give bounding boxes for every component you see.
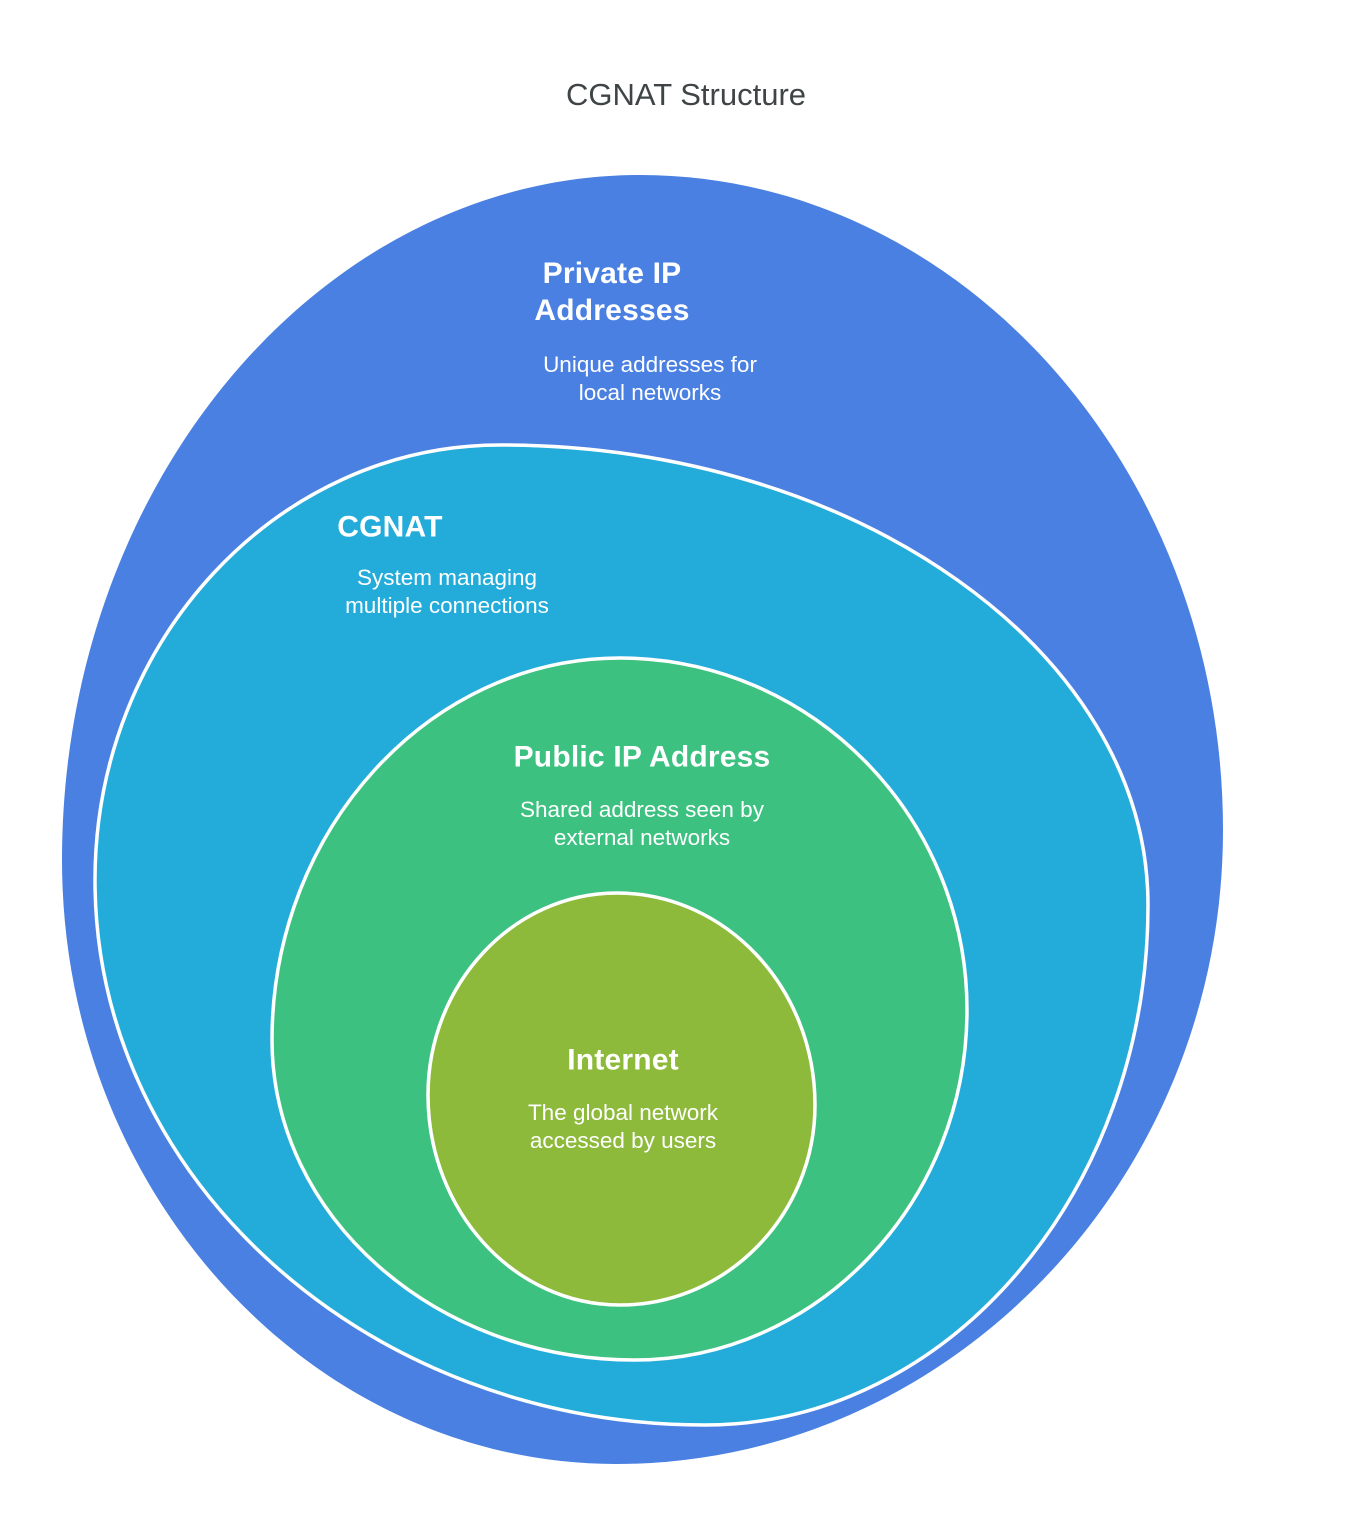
internet-label: Internet <box>567 1043 679 1077</box>
private-ip-label: Private IP Addresses <box>534 257 690 327</box>
public-ip-label: Public IP Address <box>513 740 771 774</box>
internet-description: The global network accessed by users <box>527 1100 719 1153</box>
public-ip-description: Shared address seen by external networks <box>520 797 764 850</box>
diagram-title: CGNAT Structure <box>565 77 807 112</box>
cgnat-description: System managing multiple connections <box>345 565 549 618</box>
cgnat-label: CGNAT <box>337 510 443 544</box>
internet-ring <box>426 891 817 1307</box>
private-ip-description: Unique addresses for local networks <box>543 352 757 405</box>
